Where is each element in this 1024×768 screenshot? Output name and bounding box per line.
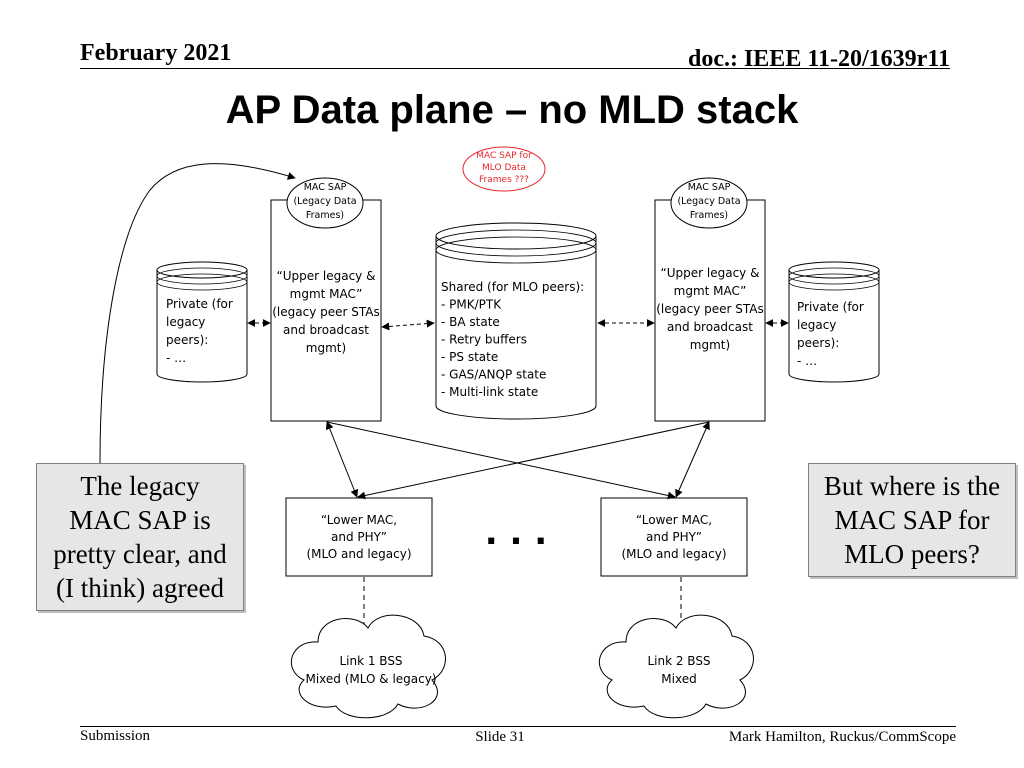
callout-legacy-sap: The legacy MAC SAP is pretty clear, and … [36, 463, 244, 611]
legacy-sap-label-left-line: Frames) [306, 210, 344, 221]
bss-cloud-right [598, 614, 754, 719]
lower-mac-box-right [600, 497, 748, 577]
lower-mac-label-right: “Lower MAC, and PHY” (MLO and legacy) [621, 513, 726, 561]
mlo-sap-label-line: MAC SAP for [476, 151, 532, 161]
lower-mac-label-right-line: (MLO and legacy) [621, 547, 726, 561]
lower-mac-label-right-line: “Lower MAC, [636, 513, 712, 527]
lower-mac-label-right-line: and PHY” [646, 530, 702, 544]
shared-label-line: Shared (for MLO peers): [441, 280, 584, 294]
callout-mlo-sap-text: But where is the MAC SAP for MLO peers? [823, 471, 1001, 569]
upper-mac-label-left-line: (legacy peer STAs [272, 305, 380, 319]
shared-label-line: - PMK/PTK [441, 298, 502, 312]
shared-label-line: - GAS/ANQP state [441, 368, 546, 382]
legacy-sap-label-right-line: Frames) [690, 210, 728, 221]
link-upper-left-lower-right [326, 421, 676, 500]
bss-label-right-line: Mixed [661, 672, 696, 686]
shared-label-line: - Multi-link state [441, 385, 538, 399]
shared-store [435, 222, 597, 420]
private-label-right-line: legacy [797, 318, 836, 332]
link-upper-right-lower-right [675, 421, 710, 498]
bss-label-right-line: Link 2 BSS [647, 654, 710, 668]
link-upper-left-lower-left [325, 421, 359, 498]
callout-legacy-sap-text: The legacy MAC SAP is pretty clear, and … [53, 471, 227, 603]
shared-label-line: - PS state [441, 350, 498, 364]
lower-mac-label-left: “Lower MAC, and PHY” (MLO and legacy) [306, 513, 411, 561]
footer-slide-number: Slide 31 [475, 729, 525, 745]
private-label-left-line: legacy [166, 315, 205, 329]
bss-cloud-left [290, 614, 446, 719]
link-shared-left [381, 319, 435, 331]
slide-title: AP Data plane – no MLD stack [225, 88, 799, 132]
private-label-right: Private (for legacy peers): - … [797, 300, 864, 368]
private-store-right [788, 261, 880, 383]
shared-label: Shared (for MLO peers): - PMK/PTK - BA sta… [441, 280, 584, 399]
header-rule [80, 68, 950, 69]
mlo-sap-label-line: Frames ??? [479, 175, 529, 185]
legacy-sap-ellipse-left [286, 177, 364, 229]
lower-mac-box-left [285, 497, 433, 577]
mlo-sap-ellipse [462, 146, 546, 192]
header-date: February 2021 [80, 40, 232, 66]
shared-label-line: - Retry buffers [441, 333, 527, 347]
footer-rule [80, 726, 956, 727]
footer-submission: Submission [80, 728, 151, 744]
callout-mlo-sap: But where is the MAC SAP for MLO peers? [808, 463, 1016, 577]
upper-mac-label-right-line: (legacy peer STAs [656, 302, 764, 316]
mlo-sap-label-line: MLO Data [482, 163, 526, 173]
lower-mac-label-left-line: “Lower MAC, [321, 513, 397, 527]
private-store-left [156, 261, 248, 383]
bss-label-right: Link 2 BSS Mixed [647, 654, 710, 686]
private-label-left-line: Private (for [166, 297, 233, 311]
shared-label-line: - BA state [441, 315, 500, 329]
legacy-sap-label-right-line: MAC SAP [688, 182, 731, 193]
private-label-right-line: peers): [797, 336, 839, 350]
legacy-sap-label-right-line: (Legacy Data [677, 196, 740, 207]
legacy-sap-ellipse-right [670, 177, 748, 229]
lower-mac-label-left-line: (MLO and legacy) [306, 547, 411, 561]
link-upper-right-lower-left [357, 421, 710, 500]
lower-mac-label-left-line: and PHY” [331, 530, 387, 544]
private-label-left-line: peers): [166, 333, 208, 347]
upper-mac-label-left-line: “Upper legacy & [277, 269, 376, 283]
upper-mac-label-left: “Upper legacy & mgmt MAC” (legacy peer STA… [272, 269, 380, 355]
upper-mac-label-right-line: mgmt) [690, 338, 730, 352]
upper-mac-label-right-line: “Upper legacy & [661, 266, 760, 280]
private-label-left-line: - … [166, 351, 186, 365]
upper-mac-box-left [270, 199, 382, 422]
upper-mac-label-left-line: and broadcast [283, 323, 369, 337]
upper-mac-box-right [654, 199, 766, 422]
bss-label-left-line: Mixed (MLO & legacy) [305, 672, 436, 686]
bss-label-left-line: Link 1 BSS [339, 654, 402, 668]
private-label-left: Private (for legacy peers): - … [166, 297, 233, 365]
ellipsis: . . . [485, 513, 547, 553]
bss-label-left: Link 1 BSS Mixed (MLO & legacy) [305, 654, 436, 686]
legacy-sap-label-left-line: (Legacy Data [293, 196, 356, 207]
private-label-right-line: Private (for [797, 300, 864, 314]
legacy-sap-label-left-line: MAC SAP [304, 182, 347, 193]
upper-mac-label-left-line: mgmt MAC” [290, 287, 363, 301]
header-doc-id: doc.: IEEE 11-20/1639r11 [687, 46, 950, 72]
upper-mac-label-right-line: and broadcast [667, 320, 753, 334]
upper-mac-label-left-line: mgmt) [306, 341, 346, 355]
private-label-right-line: - … [797, 354, 817, 368]
upper-mac-label-right-line: mgmt MAC” [674, 284, 747, 298]
upper-mac-label-right: “Upper legacy & mgmt MAC” (legacy peer STA… [656, 266, 764, 352]
footer-author: Mark Hamilton, Ruckus/CommScope [728, 729, 956, 745]
curved-arrow-legacy-sap [99, 163, 296, 464]
